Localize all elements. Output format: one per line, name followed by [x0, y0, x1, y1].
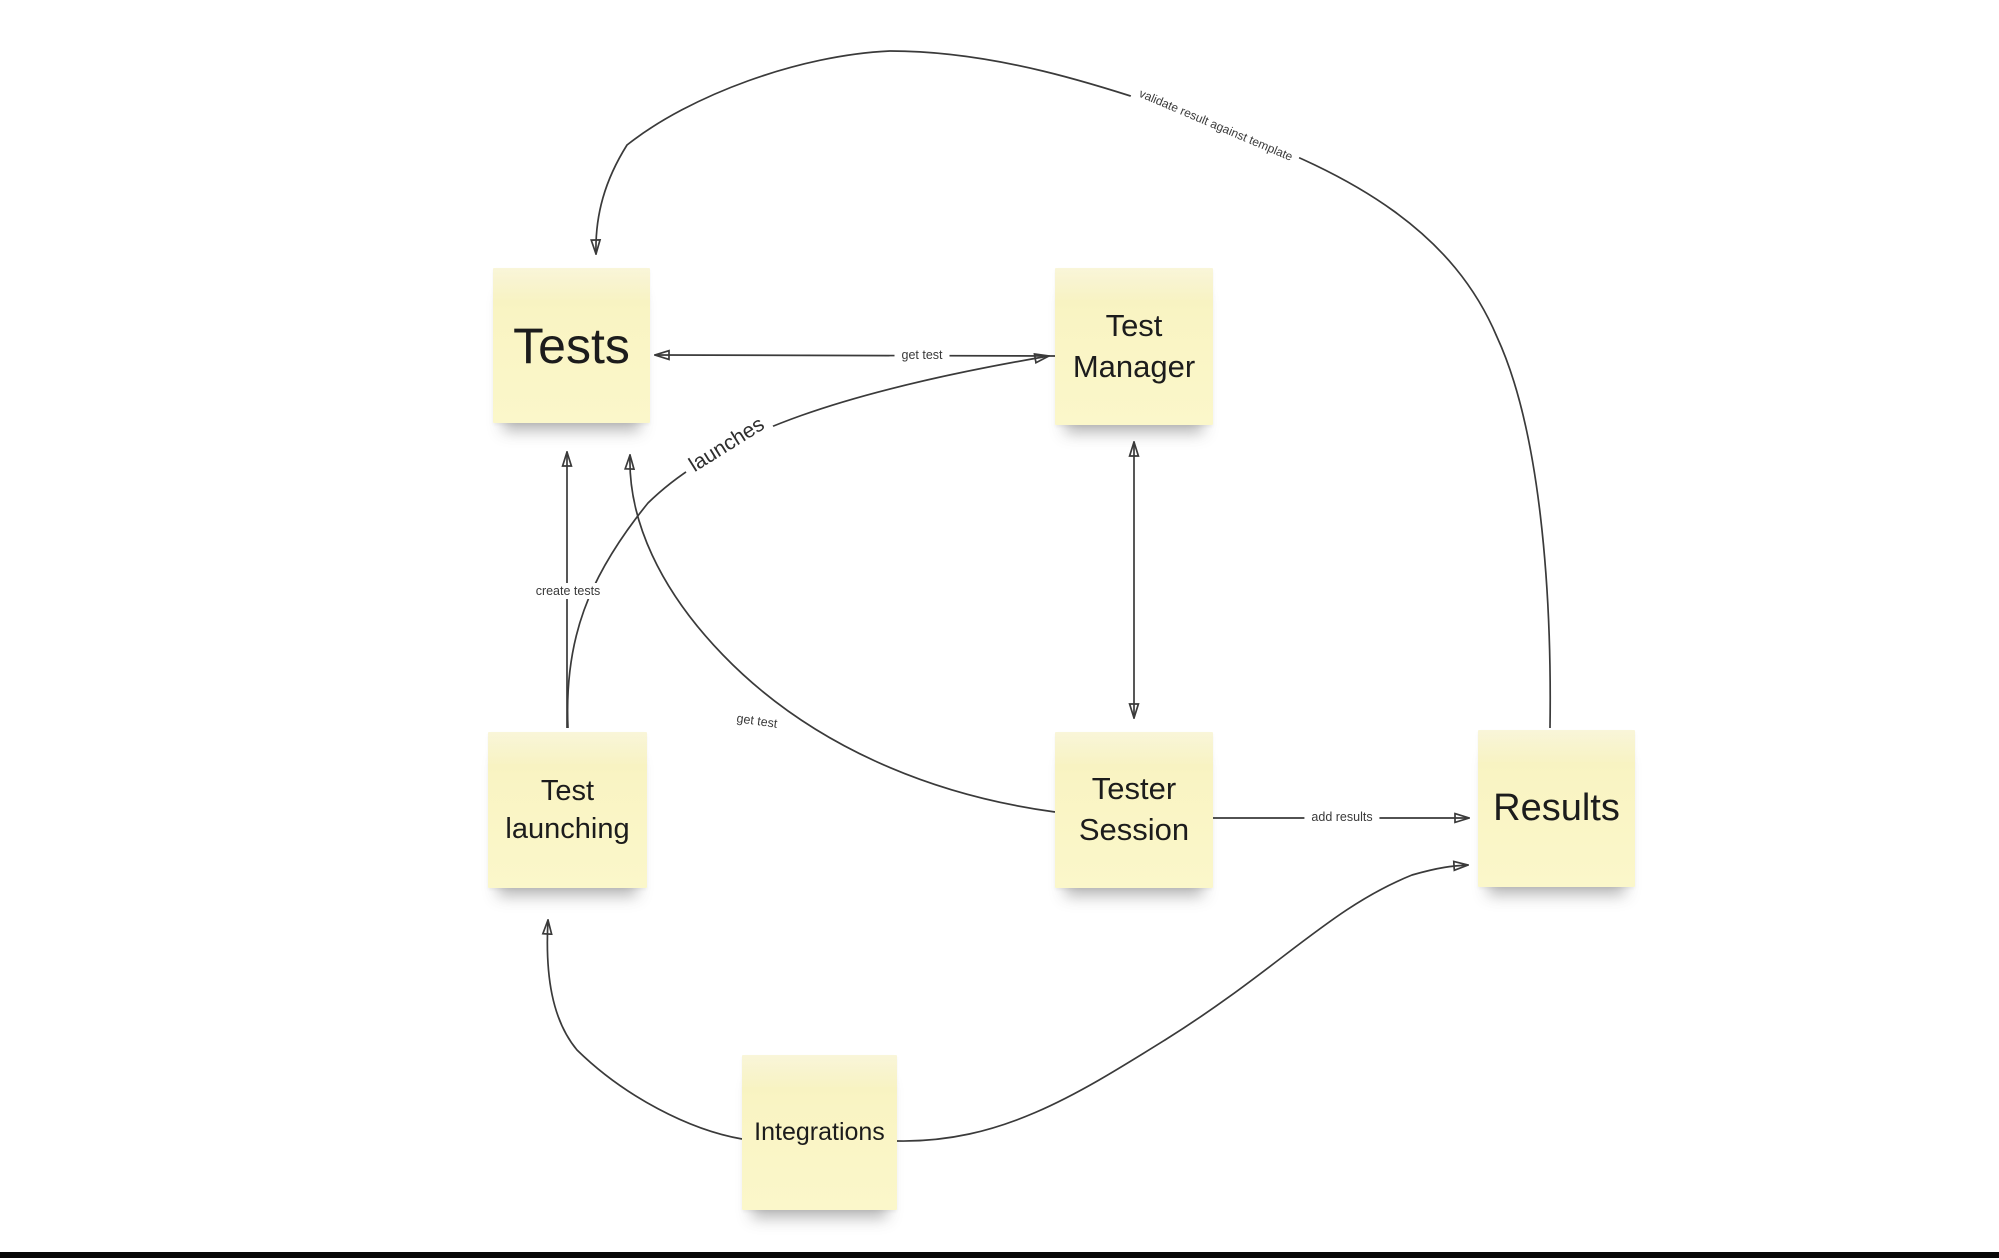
- edge-get-test-top[interactable]: [655, 355, 1056, 356]
- note-label-tests: Tests: [513, 317, 630, 374]
- sticky-note-integrations[interactable]: Integrations: [742, 1055, 897, 1210]
- edge-label-add-results[interactable]: add results: [1304, 809, 1380, 825]
- note-label-test-manager: Test Manager: [1072, 307, 1196, 384]
- edge-integrations-results[interactable]: [896, 865, 1468, 1142]
- sticky-note-tester-session[interactable]: Tester Session: [1055, 732, 1213, 888]
- sticky-note-results[interactable]: Results: [1478, 730, 1635, 887]
- edge-launches[interactable]: [566, 356, 1049, 729]
- sticky-note-test-manager[interactable]: Test Manager: [1055, 268, 1213, 425]
- edge-label-create-tests[interactable]: create tests: [528, 583, 608, 599]
- bottom-bar: [0, 1252, 1999, 1258]
- edge-label-get-test-top[interactable]: get test: [894, 347, 950, 363]
- sticky-note-tests[interactable]: Tests: [493, 268, 650, 423]
- edge-integrations-launching[interactable]: [547, 920, 743, 1140]
- note-label-integrations: Integrations: [754, 1118, 885, 1146]
- edge-get-test-lower[interactable]: [630, 455, 1056, 813]
- note-label-tester-session: Tester Session: [1078, 771, 1190, 847]
- note-label-results: Results: [1493, 787, 1620, 830]
- note-label-test-launching: Test launching: [505, 774, 630, 845]
- sticky-note-test-launching[interactable]: Test launching: [488, 732, 647, 888]
